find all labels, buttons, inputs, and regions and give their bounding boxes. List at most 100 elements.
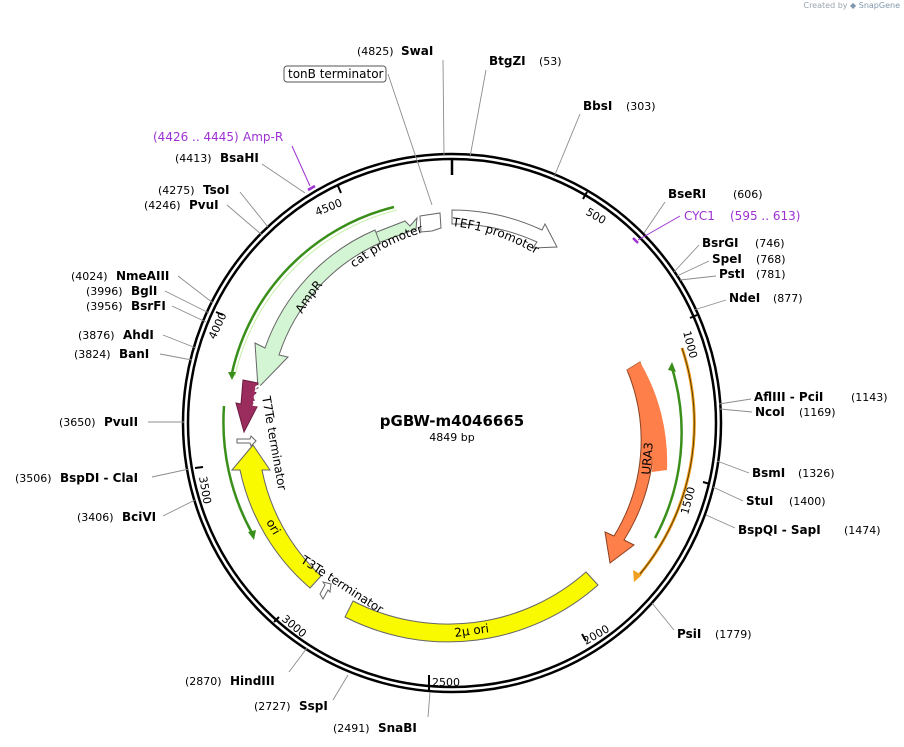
tef1-promoter-feature[interactable] xyxy=(451,209,558,249)
site-name-psii[interactable]: PsiI xyxy=(677,627,701,641)
tick-mark xyxy=(194,466,204,469)
site-name-bsrfi[interactable]: BsrFI xyxy=(131,299,166,313)
site-pos: (53) xyxy=(539,55,562,68)
site-name-bspqi-sapi[interactable]: BspQI - SapI xyxy=(738,523,821,537)
lead-psii xyxy=(651,602,675,631)
site-pos: (4413) xyxy=(175,152,212,165)
primer-mark-amp-r xyxy=(307,184,316,192)
site-pos: (606) xyxy=(733,188,763,201)
site-name-snabi[interactable]: SnaBI xyxy=(378,721,417,735)
site-name-beseri[interactable]: BseRI xyxy=(668,187,706,201)
site-name-ahdi[interactable]: AhdI xyxy=(123,328,154,342)
ori-feature[interactable] xyxy=(230,444,322,589)
site-name-bsrgi[interactable]: BsrGI xyxy=(702,236,739,250)
ura3-feature-body xyxy=(627,362,668,472)
primer-amp-r-range: (4426 .. 4445) xyxy=(153,130,239,144)
site-pos: (768) xyxy=(756,253,786,266)
ura3-orf-arrowhead xyxy=(633,570,642,582)
ampr-orf-line xyxy=(230,205,395,374)
site-name-btgzi[interactable]: BtgZI xyxy=(489,54,526,68)
site-name-bbsi[interactable]: BbsI xyxy=(583,99,612,113)
site-name-spei[interactable]: SpeI xyxy=(712,252,742,266)
tick-mark xyxy=(702,481,711,485)
lead-bcivi xyxy=(162,499,196,517)
tick-mark xyxy=(582,191,588,200)
tick-mark xyxy=(581,633,587,642)
tonb-lead-line xyxy=(387,73,433,206)
site-name-pvui[interactable]: PvuI xyxy=(189,198,219,212)
site-name-stui[interactable]: StuI xyxy=(746,494,773,508)
site-name-bcivi[interactable]: BciVI xyxy=(122,510,156,524)
tick-label-3500: 3500 xyxy=(196,475,214,505)
site-name-bsahi[interactable]: BsaHI xyxy=(220,151,259,165)
rop-label: rop xyxy=(248,383,265,408)
t3te-terminator-feature[interactable] xyxy=(319,581,332,600)
features xyxy=(222,205,696,643)
backbone xyxy=(181,152,723,694)
ura3-inner-orf-arrowhead xyxy=(668,362,676,372)
plasmid-size: 4849 bp xyxy=(429,431,474,444)
2mu-ori-label: 2μ ori xyxy=(453,621,489,640)
lead-stui xyxy=(712,486,744,502)
cyc1-lead-line xyxy=(637,215,681,241)
tick-label-2500: 2500 xyxy=(432,676,460,689)
lead-sspi xyxy=(332,674,349,701)
lead-bsrfi xyxy=(171,305,207,323)
tick-label-4500: 4500 xyxy=(313,196,344,219)
primer-cyc1-name: CYC1 xyxy=(684,209,715,223)
watermark-brand: SnapGene xyxy=(858,1,900,10)
ampr-feature[interactable] xyxy=(254,229,381,390)
tick-mark xyxy=(337,185,342,194)
lead-hindiii xyxy=(288,647,308,673)
site-pos: (4275) xyxy=(158,184,195,197)
site-name-ncoi[interactable]: NcoI xyxy=(755,405,785,419)
site-pos: (4825) xyxy=(357,45,394,58)
lead-bspdi xyxy=(151,468,190,478)
t7te-terminator-feature[interactable] xyxy=(236,435,257,447)
site-pos: (2870) xyxy=(185,675,222,688)
2mu-ori-feature[interactable] xyxy=(344,571,599,643)
site-name-bani[interactable]: BanI xyxy=(119,347,149,361)
tick-mark xyxy=(689,314,698,319)
lead-ahdi xyxy=(162,334,197,349)
tonb-label-box xyxy=(283,65,387,83)
site-pos: (2727) xyxy=(254,700,291,713)
site-name-sspi[interactable]: SspI xyxy=(299,699,328,713)
site-name-tsoi[interactable]: TsoI xyxy=(203,183,229,197)
rop-feature[interactable] xyxy=(235,379,259,434)
tonb-terminator-feature[interactable] xyxy=(419,212,442,233)
snapgene-logo-icon: ◆ xyxy=(850,1,857,10)
lead-ncoi xyxy=(719,408,753,413)
lead-beseri xyxy=(643,201,666,234)
site-pos: (3650) xyxy=(59,416,96,429)
site-pos: (3506) xyxy=(15,472,52,485)
lead-swai xyxy=(442,59,445,157)
site-pos: (3876) xyxy=(78,329,115,342)
site-name-nmeaiii[interactable]: NmeAIII xyxy=(116,269,169,283)
lead-bsrgi xyxy=(673,244,700,273)
site-name-afliii-pcii[interactable]: AflIII - PciI xyxy=(754,390,823,404)
site-name-bspdi-clai[interactable]: BspDI - ClaI xyxy=(60,471,138,485)
site-pos: (1143) xyxy=(851,391,888,404)
site-name-ndei[interactable]: NdeI xyxy=(729,291,760,305)
ura3-label: URA3 xyxy=(639,442,656,476)
site-name-bgli[interactable]: BglI xyxy=(131,284,157,298)
site-name-psti[interactable]: PstI xyxy=(719,267,745,281)
site-pos: (3996) xyxy=(86,285,123,298)
site-name-pvuii[interactable]: PvuII xyxy=(104,415,138,429)
lead-tsoi xyxy=(239,191,269,228)
site-name-hindiii[interactable]: HindIII xyxy=(230,674,275,688)
site-pos: (4024) xyxy=(71,270,108,283)
tick-mark xyxy=(215,311,224,316)
ori-label: ori xyxy=(263,517,283,538)
site-pos: (303) xyxy=(626,100,656,113)
tonb-terminator-label: tonB terminator xyxy=(288,67,384,81)
site-pos: (3824) xyxy=(74,348,111,361)
site-name-bsmi[interactable]: BsmI xyxy=(752,466,785,480)
lead-pvui xyxy=(226,204,263,236)
site-name-swai[interactable]: SwaI xyxy=(401,44,433,58)
lead-spei xyxy=(676,260,710,277)
restriction-sites: (4825) SwaI BtgZI (53) BbsI (303) BseRI … xyxy=(15,44,888,735)
ura3-inner-orf-line xyxy=(653,367,683,539)
